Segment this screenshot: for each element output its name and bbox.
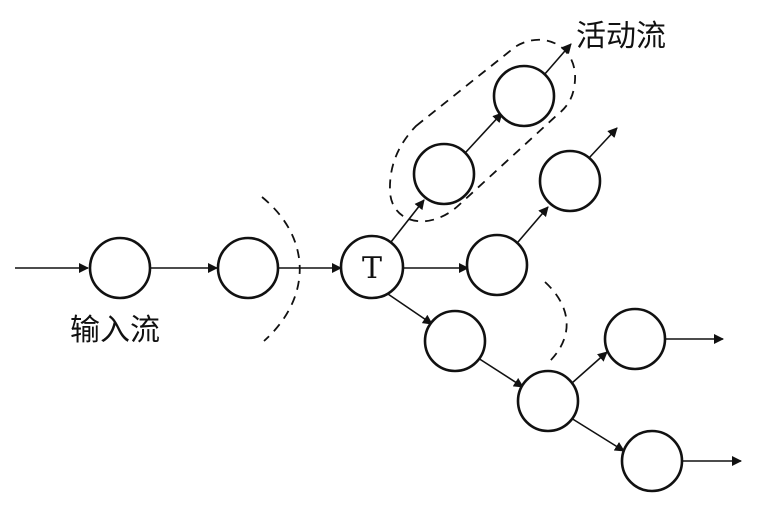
- edge-upper1-upper2: [465, 112, 503, 153]
- edge-t-upper: [390, 199, 425, 243]
- active-stream-label: 活动流: [576, 19, 666, 54]
- node-lower-1: [423, 309, 487, 373]
- node-upper-1: [412, 142, 476, 206]
- edge-mid2-out: [588, 127, 618, 159]
- node-mid-2: [538, 149, 602, 213]
- edge-t-lower: [384, 291, 433, 325]
- node-lower-lower: [620, 429, 684, 493]
- node-lower-upper: [603, 307, 667, 371]
- edge-lower2-lower: [570, 417, 625, 452]
- edge-upper2-out: [543, 43, 572, 76]
- node-mid-1: [465, 233, 529, 297]
- transaction-node-label: T: [362, 251, 382, 286]
- node-upper-2: [492, 64, 556, 128]
- active-stream-boundary: [389, 38, 577, 223]
- node-input-2: [216, 236, 280, 300]
- input-stream-label: 输入流: [70, 313, 160, 348]
- edge-lower1-lower2: [477, 357, 524, 388]
- branch-boundary-arc: [544, 281, 568, 363]
- edge-lower2-upper: [571, 351, 608, 384]
- node-transaction: [339, 234, 405, 300]
- edge-mid1-mid2: [517, 206, 549, 243]
- node-input-1: [88, 236, 152, 300]
- input-boundary-arc: [261, 196, 301, 342]
- node-lower-2: [516, 369, 580, 433]
